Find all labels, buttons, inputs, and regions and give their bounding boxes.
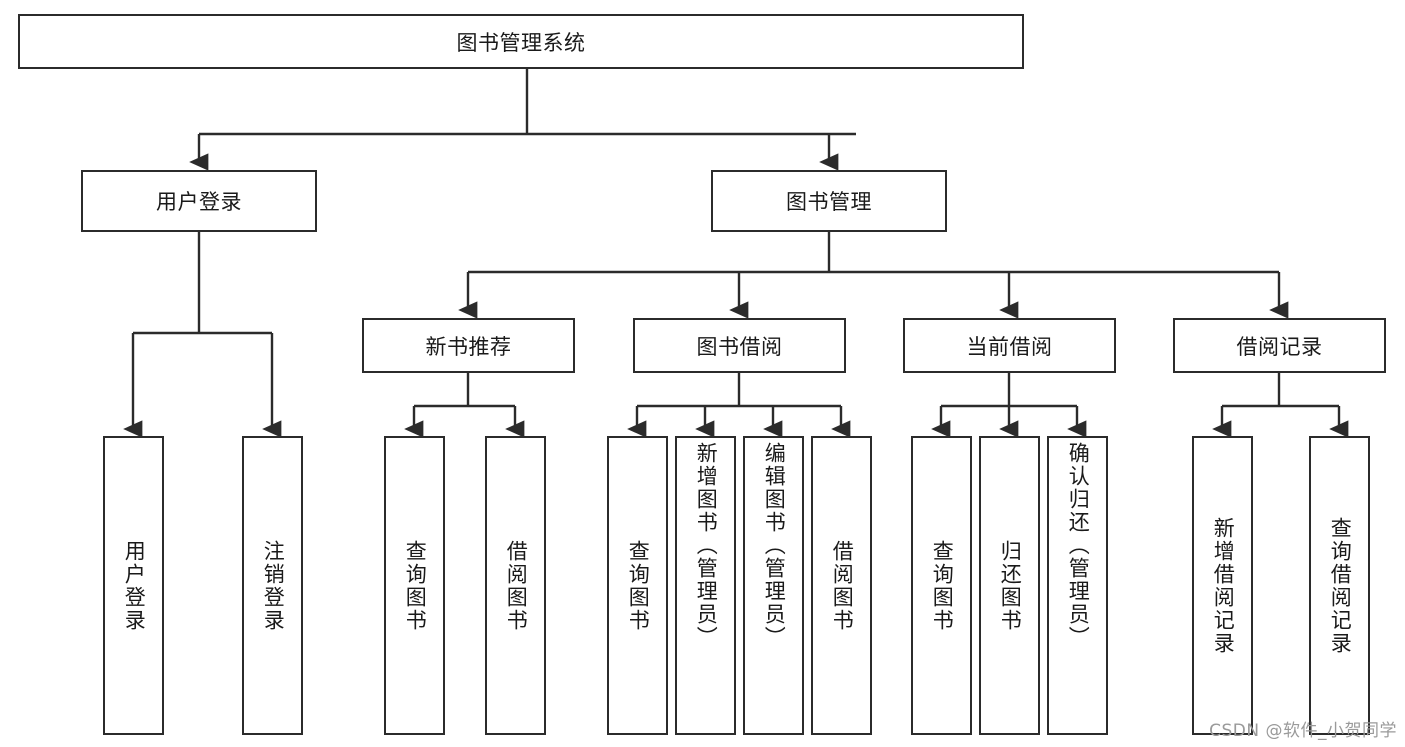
vertical-label-wrap: 查询借阅记录 xyxy=(1311,442,1368,729)
vertical-label-wrap: 归还图书 xyxy=(981,442,1038,729)
leaf-borrow-query-book[interactable]: 查询图书 xyxy=(607,436,668,735)
vertical-label-wrap: 查询图书 xyxy=(913,442,970,729)
node-label: 借阅图书 xyxy=(504,539,529,632)
leaf-current-confirm-return-admin[interactable]: 确认归还（管理员） xyxy=(1047,436,1108,735)
node-label: 借阅图书 xyxy=(830,539,855,632)
leaf-records-query-record[interactable]: 查询借阅记录 xyxy=(1309,436,1370,735)
node-new-book-recommend[interactable]: 新书推荐 xyxy=(362,318,575,373)
node-label: 新增借阅记录 xyxy=(1211,516,1236,655)
vertical-label-wrap: 新增图书（管理员） xyxy=(677,442,734,729)
leaf-records-add-record[interactable]: 新增借阅记录 xyxy=(1192,436,1253,735)
node-label: 查询图书 xyxy=(626,539,651,632)
leaf-recommend-borrow-book[interactable]: 借阅图书 xyxy=(485,436,546,735)
leaf-borrow-borrow-book[interactable]: 借阅图书 xyxy=(811,436,872,735)
node-borrow-records[interactable]: 借阅记录 xyxy=(1173,318,1386,373)
node-label: 借阅记录 xyxy=(1236,334,1323,359)
vertical-label-wrap: 编辑图书（管理员） xyxy=(745,442,802,729)
vertical-label-wrap: 确认归还（管理员） xyxy=(1049,442,1106,729)
watermark-text: CSDN @软件_小贺同学 xyxy=(1209,721,1397,741)
node-label: 新书推荐 xyxy=(425,334,512,359)
node-label: 新增图书（管理员） xyxy=(694,442,719,649)
leaf-borrow-edit-book-admin[interactable]: 编辑图书（管理员） xyxy=(743,436,804,735)
vertical-label-wrap: 查询图书 xyxy=(386,442,443,729)
node-label: 查询图书 xyxy=(403,539,428,632)
node-label: 归还图书 xyxy=(998,539,1023,632)
node-book-borrow[interactable]: 图书借阅 xyxy=(633,318,846,373)
leaf-recommend-query-book[interactable]: 查询图书 xyxy=(384,436,445,735)
node-label: 图书管理 xyxy=(786,190,872,214)
node-label: 编辑图书（管理员） xyxy=(762,442,787,649)
node-label: 注销登录 xyxy=(261,539,286,632)
node-current-borrow[interactable]: 当前借阅 xyxy=(903,318,1116,373)
vertical-label-wrap: 新增借阅记录 xyxy=(1194,442,1251,729)
leaf-current-return-book[interactable]: 归还图书 xyxy=(979,436,1040,735)
vertical-label-wrap: 用户登录 xyxy=(105,442,162,729)
vertical-label-wrap: 借阅图书 xyxy=(487,442,544,729)
leaf-current-query-book[interactable]: 查询图书 xyxy=(911,436,972,735)
leaf-user-login-logout[interactable]: 注销登录 xyxy=(242,436,303,735)
vertical-label-wrap: 注销登录 xyxy=(244,442,301,729)
node-user-login[interactable]: 用户登录 xyxy=(81,170,317,232)
node-label: 图书管理系统 xyxy=(456,30,586,55)
vertical-label-wrap: 借阅图书 xyxy=(813,442,870,729)
node-label: 查询图书 xyxy=(930,539,955,632)
leaf-user-login-login[interactable]: 用户登录 xyxy=(103,436,164,735)
leaf-borrow-add-book-admin[interactable]: 新增图书（管理员） xyxy=(675,436,736,735)
node-root-system[interactable]: 图书管理系统 xyxy=(18,14,1024,69)
node-label: 当前借阅 xyxy=(966,334,1053,359)
node-label: 用户登录 xyxy=(122,539,147,632)
node-label: 用户登录 xyxy=(156,190,242,214)
node-label: 确认归还（管理员） xyxy=(1066,442,1091,649)
node-book-management[interactable]: 图书管理 xyxy=(711,170,947,232)
vertical-label-wrap: 查询图书 xyxy=(609,442,666,729)
node-label: 查询借阅记录 xyxy=(1328,516,1353,655)
node-label: 图书借阅 xyxy=(696,334,783,359)
